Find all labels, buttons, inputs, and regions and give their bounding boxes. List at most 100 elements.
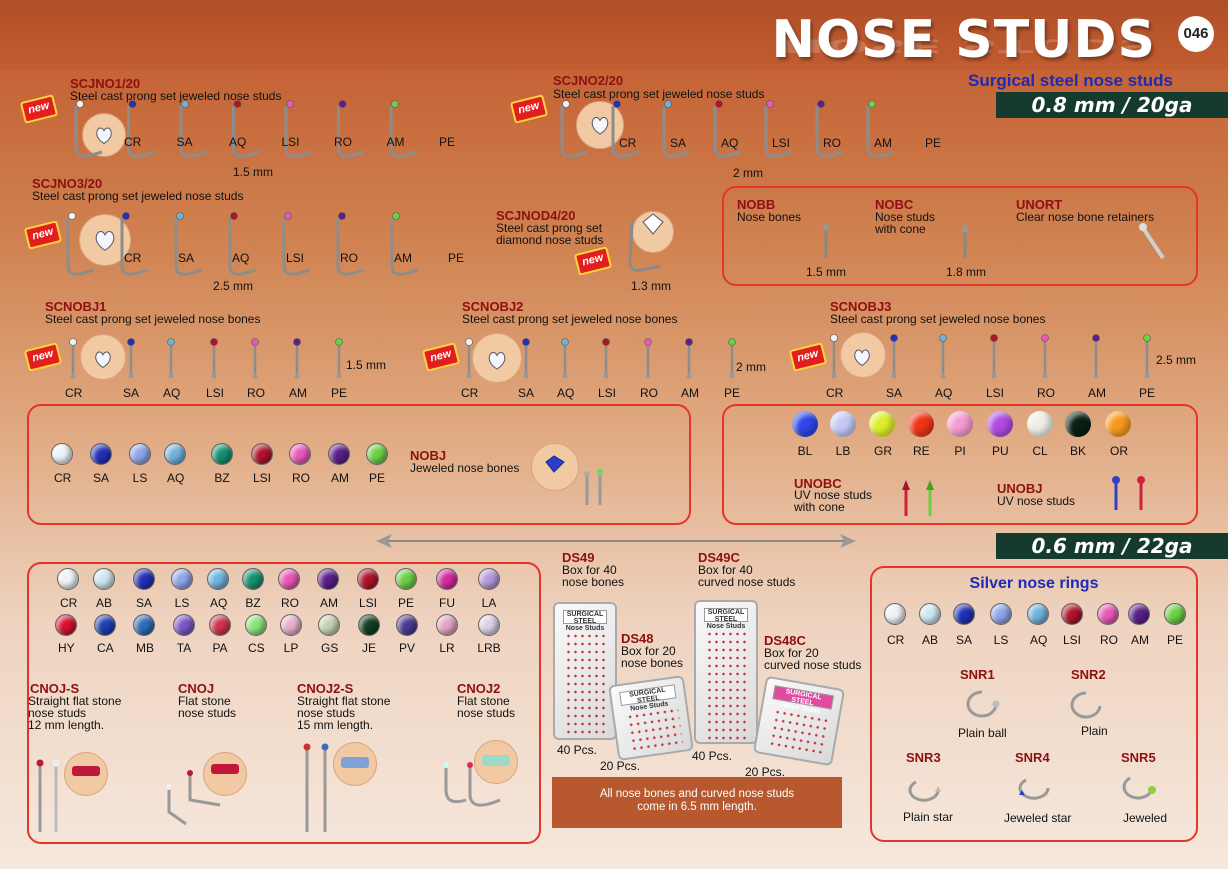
uv-panel: [722, 404, 1198, 525]
gem-swatch-bz: [211, 443, 233, 465]
color-code-label: AM: [331, 471, 349, 485]
silver-rings-panel: [870, 566, 1198, 842]
gem-swatch-ls: [171, 568, 193, 590]
color-code-label: GS: [321, 641, 339, 655]
color-code-label: CR: [826, 386, 844, 400]
product-code-nobb: NOBB: [737, 197, 776, 212]
color-code-label: PE: [398, 596, 415, 610]
product-code-nobc: NOBC: [875, 197, 914, 212]
diamond-closeup-circle: [632, 211, 674, 253]
bone-gem-ro: [644, 338, 652, 346]
color-code-label: LSI: [1062, 633, 1081, 647]
gem-swatch-ro: [278, 568, 300, 590]
pcs-label-ds48: 20 Pcs.: [600, 759, 641, 773]
color-code-label: AB: [922, 633, 939, 647]
product-code-cnoj2: CNOJ2: [457, 681, 501, 696]
stud-gem-cr: [562, 100, 570, 108]
gem-swatch-cr: [51, 443, 73, 465]
color-code-label: LRB: [477, 641, 501, 655]
page-title: NOSE STUDS: [771, 10, 1156, 70]
gem-swatch-sa: [133, 568, 155, 590]
gem-swatch-ro: [1097, 603, 1119, 625]
color-code-label: AM: [386, 135, 405, 149]
product-desc-unort: Clear nose bone retainers: [1016, 210, 1155, 224]
color-code-label: BL: [797, 444, 813, 458]
bone-ball-end: [70, 373, 76, 379]
size-label-nobc: 1.8 mm: [946, 265, 987, 279]
color-code-label: AM: [874, 136, 892, 150]
product-code-unobc: UNOBC: [794, 476, 842, 491]
color-code-label: AM: [1088, 386, 1106, 400]
bone-ball-end: [294, 373, 300, 379]
product-code-snr5: SNR5: [1121, 750, 1156, 765]
gem-swatch-la: [478, 568, 500, 590]
color-code-label: PE: [369, 471, 386, 485]
color-code-label: GR: [874, 444, 892, 458]
product-desc-unobc-line1: UV nose studs: [794, 488, 873, 502]
size-label-scjno3: 2.5 mm: [213, 279, 254, 293]
bone-ball-end: [729, 373, 735, 379]
uv-ball-gr: [869, 411, 895, 437]
bone-gem-lsi: [210, 338, 218, 346]
product-code-unobj: UNOBJ: [997, 481, 1043, 496]
product-desc-scjnod4-line2: diamond nose studs: [496, 233, 604, 247]
stud-gem-pe: [392, 212, 400, 220]
bone-ball-end: [645, 373, 651, 379]
product-desc-scjno2: Steel cast prong set jeweled nose studs: [553, 87, 765, 101]
color-code-label: LSI: [772, 136, 791, 150]
gem-swatch-ab: [919, 603, 941, 625]
color-code-label: LSI: [206, 386, 225, 400]
bone-gem-am: [1092, 334, 1100, 342]
color-code-label: LS: [174, 596, 190, 610]
product-code-ds49c: DS49C: [698, 550, 740, 565]
product-desc-unobc-line2: with cone: [794, 500, 845, 514]
color-code-label: CR: [60, 596, 78, 610]
gem-swatch-lsi: [1061, 603, 1083, 625]
color-code-label: RO: [340, 251, 358, 265]
color-code-label: LA: [481, 596, 497, 610]
color-code-label: AM: [320, 596, 338, 610]
bone-closeup-circle: [80, 334, 126, 380]
bone-gem-am: [293, 338, 301, 346]
stud-closeup-circle: [576, 101, 624, 149]
product-desc-cnoj2-line1: Flat stone: [457, 694, 510, 708]
bone-gem-pe: [335, 338, 343, 346]
uv-ball-pi: [947, 411, 973, 437]
gem-swatch-lp: [280, 614, 302, 636]
nobj-closeup-circle: [531, 443, 579, 491]
bone-gem-lsi: [990, 334, 998, 342]
color-code-label: LSI: [358, 596, 377, 610]
color-code-label: BZ: [245, 596, 261, 610]
flat-stone-closeup: [474, 740, 518, 784]
color-code-label: LSI: [986, 386, 1005, 400]
color-code-label: RE: [913, 444, 930, 458]
color-code-label: PE: [1167, 633, 1184, 647]
product-code-scjno2: SCJNO2/20: [553, 73, 624, 88]
product-desc-cnojs-line3: 12 mm length.: [28, 718, 105, 732]
color-code-label: RO: [640, 386, 658, 400]
gem-swatch-aq: [207, 568, 229, 590]
product-desc-cnoj2s-line2: nose studs: [297, 706, 356, 720]
color-code-label: LSI: [252, 471, 271, 485]
product-desc-nobc-line1: Nose studs: [875, 210, 936, 224]
color-code-label: RO: [292, 471, 310, 485]
stud-gem-sa: [122, 212, 130, 220]
color-code-label: AQ: [229, 135, 247, 149]
color-code-label: AB: [96, 596, 113, 610]
color-code-label: JE: [361, 641, 376, 655]
flat-stone-closeup: [203, 752, 247, 796]
product-desc-ds48-line2: nose bones: [621, 656, 684, 670]
gauge-banner-08: 0.8 mm / 20ga: [996, 92, 1228, 118]
bone-ball-end: [466, 373, 472, 379]
nose-stud-am: [336, 218, 365, 276]
product-code-scjno3: SCJNO3/20: [32, 176, 103, 191]
product-desc-cnoj2-line2: nose studs: [457, 706, 516, 720]
gem-swatch-lsi: [251, 443, 273, 465]
stud-gem-am: [338, 100, 347, 108]
color-code-label: LR: [439, 641, 455, 655]
color-code-label: AQ: [557, 386, 575, 400]
color-code-label: CR: [124, 251, 142, 265]
